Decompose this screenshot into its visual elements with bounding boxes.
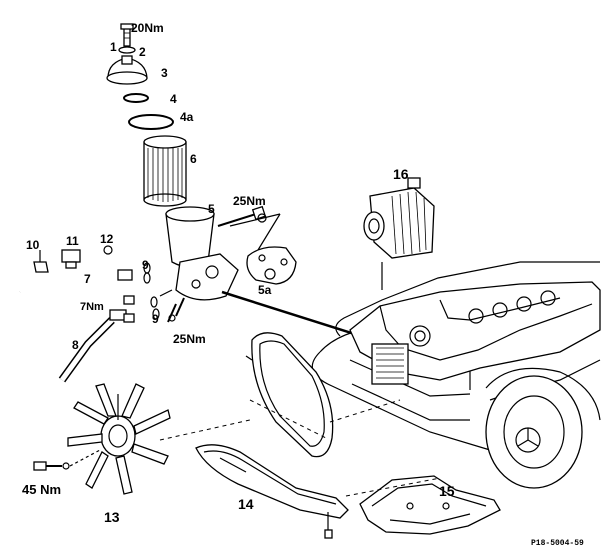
- o-ring-4: [123, 93, 149, 103]
- fan-bolt-45nm: [33, 449, 101, 471]
- oil-line-7: [19, 269, 133, 294]
- callout-7: 7: [84, 272, 91, 286]
- filter-element-6: [143, 135, 187, 207]
- callout-4a: 4a: [180, 110, 194, 124]
- o-ring-4a: [128, 114, 174, 130]
- mount-bolt-25nm-top: [217, 205, 267, 227]
- callout-9-upper: 9: [142, 258, 149, 272]
- callout-5: 5: [208, 202, 215, 216]
- hollow-bolts-7nm: [123, 295, 135, 323]
- figure-code: P18-5004-59: [531, 539, 584, 548]
- callout-1: 1: [110, 40, 117, 54]
- callout-8: 8: [72, 338, 79, 352]
- callout-2: 2: [139, 45, 146, 59]
- torque-25nm-bottom: 25Nm: [173, 332, 206, 346]
- torque-25nm-top: 25Nm: [233, 194, 266, 208]
- guide-lines: [159, 399, 441, 497]
- torque-20nm: 20Nm: [131, 21, 164, 35]
- gasket-5a: [246, 246, 297, 285]
- fan-shroud-ring: [245, 332, 334, 458]
- fan-13: [67, 383, 171, 495]
- callout-4: 4: [170, 92, 177, 106]
- filter-bolt: [120, 23, 134, 47]
- torque-7nm: 7Nm: [80, 301, 104, 313]
- callout-9-lower: 9: [152, 312, 159, 326]
- torque-45nm: 45 Nm: [22, 482, 62, 497]
- callout-14: 14: [238, 496, 254, 512]
- callout-16: 16: [393, 166, 409, 182]
- callout-12: 12: [100, 232, 114, 246]
- washer-12: [103, 245, 113, 255]
- callout-10: 10: [26, 238, 40, 252]
- switch-11: [61, 249, 81, 269]
- callout-15: 15: [439, 483, 455, 499]
- mount-bolts-25nm-bottom: [167, 297, 185, 323]
- sensor-10: [33, 250, 49, 273]
- callout-13: 13: [104, 509, 120, 525]
- undertray-15: [359, 475, 501, 535]
- seal-ring-2: [118, 46, 136, 54]
- filter-cover: [106, 55, 148, 85]
- car-front: [311, 261, 601, 489]
- callout-6: 6: [190, 152, 197, 166]
- alternator-16: [363, 177, 435, 290]
- seals-9: [143, 262, 160, 320]
- filter-housing-5: [159, 206, 239, 301]
- callout-11: 11: [66, 234, 79, 248]
- callout-3: 3: [161, 66, 168, 80]
- callout-5a: 5a: [258, 283, 272, 297]
- lower-cover-14: [195, 444, 349, 539]
